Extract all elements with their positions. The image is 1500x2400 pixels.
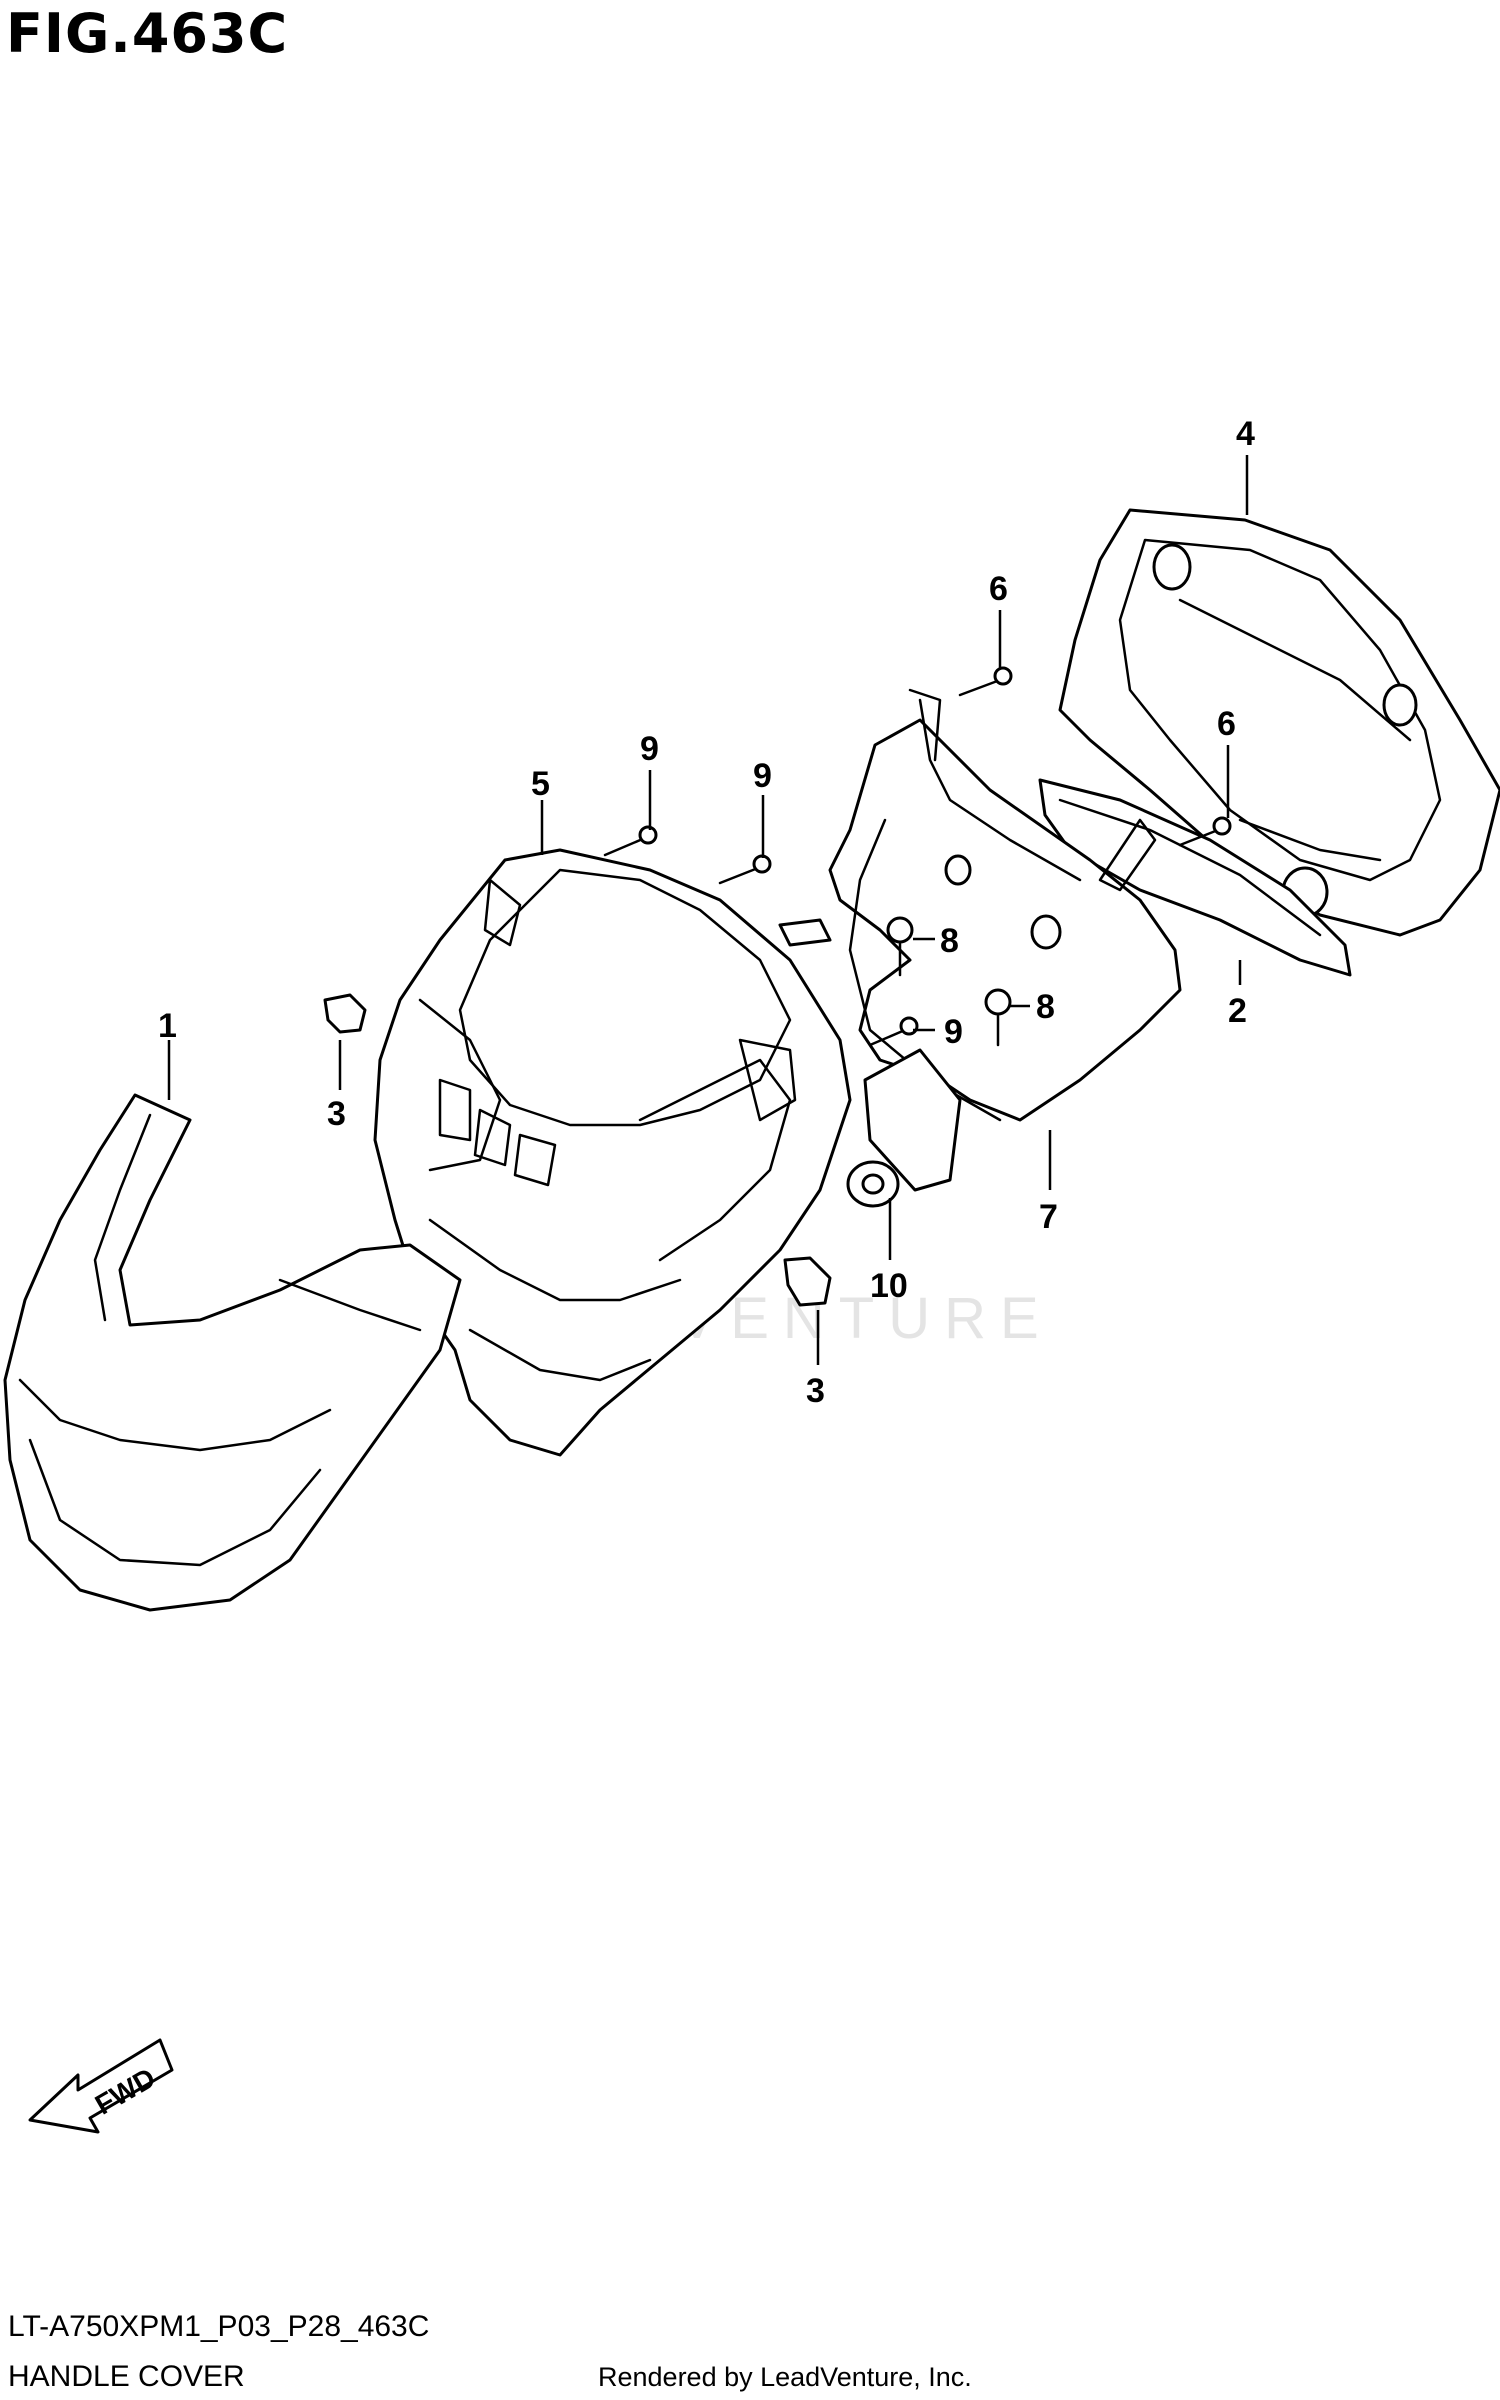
- callout-8b: 8: [1036, 988, 1055, 1026]
- callout-2: 2: [1228, 992, 1247, 1030]
- callout-8a: 8: [940, 922, 959, 960]
- callout-4: 4: [1236, 415, 1255, 453]
- rendered-by-credit: Rendered by LeadVenture, Inc.: [598, 2362, 972, 2392]
- callout-6a: 6: [989, 570, 1008, 608]
- fwd-arrow-icon: FWD: [28, 2038, 174, 2134]
- callout-9b: 9: [753, 757, 772, 795]
- section-name: HANDLE COVER: [8, 2360, 245, 2393]
- callout-9a: 9: [640, 730, 659, 768]
- part-6-screw-b[interactable]: [1178, 816, 1232, 847]
- figure-title: FIG.463C: [6, 2, 289, 65]
- callout-3a: 3: [327, 1095, 346, 1133]
- part-5-inner-cover[interactable]: [373, 848, 852, 1457]
- part-3-clip-a[interactable]: [323, 993, 367, 1034]
- part-9-screw-a[interactable]: [603, 825, 658, 857]
- callout-9c: 9: [944, 1013, 963, 1051]
- part-8-bolt-a[interactable]: [886, 916, 914, 977]
- part-3-clip-b[interactable]: [783, 1256, 832, 1307]
- part-4-upper-cover[interactable]: [1058, 508, 1500, 937]
- part-6-screw-a[interactable]: [958, 666, 1013, 697]
- callout-3b: 3: [806, 1372, 825, 1410]
- part-9-screw-b[interactable]: [718, 854, 772, 885]
- part-1-outer-cover[interactable]: [3, 1093, 462, 1612]
- part-10-grommet[interactable]: [846, 1160, 900, 1208]
- part-7-bracket[interactable]: [778, 688, 1182, 1192]
- callout-1: 1: [158, 1007, 177, 1045]
- diagram-code: LT-A750XPM1_P03_P28_463C: [8, 2310, 430, 2343]
- part-8-bolt-b[interactable]: [984, 988, 1012, 1047]
- callout-10: 10: [870, 1267, 908, 1305]
- callout-5: 5: [531, 765, 550, 803]
- callout-7: 7: [1039, 1198, 1058, 1236]
- callout-6b: 6: [1217, 705, 1236, 743]
